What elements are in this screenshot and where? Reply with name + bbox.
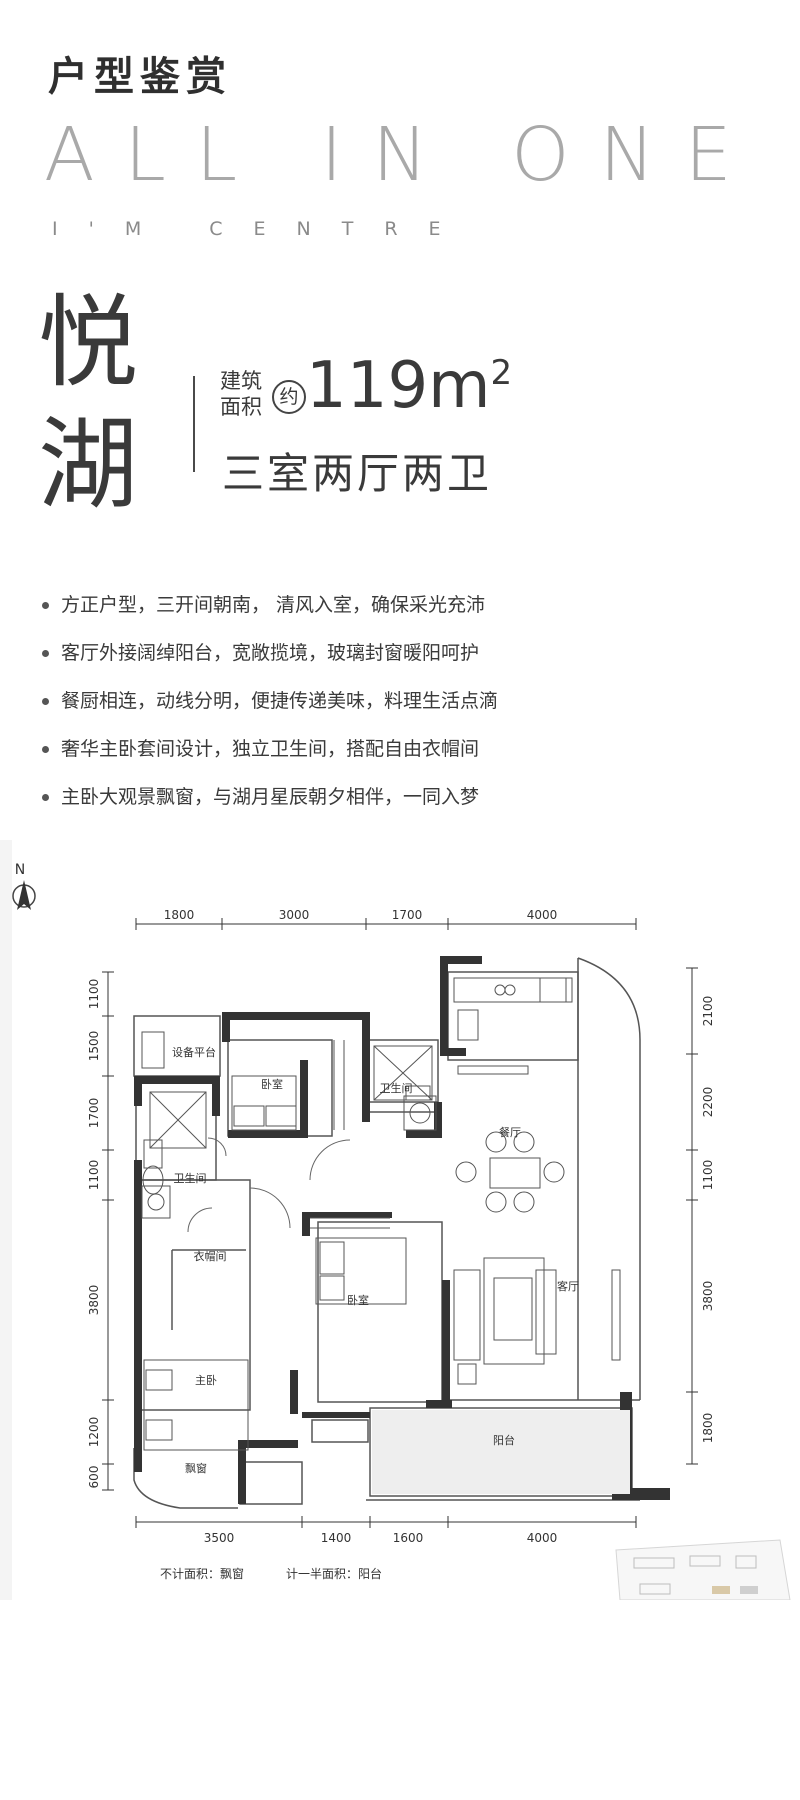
- list-item: 主卧大观景飘窗，与湖月星辰朝夕相伴，一同入梦: [42, 785, 498, 833]
- feature-text: 客厅外接阔绰阳台，宽敞揽境，玻璃封窗暖阳呵护: [61, 642, 480, 664]
- bullet-icon: [42, 746, 49, 753]
- bullet-icon: [42, 650, 49, 657]
- room-label-bay-window: 飘窗: [185, 1461, 207, 1475]
- feature-text: 餐厨相连，动线分明，便捷传递美味，料理生活点滴: [61, 690, 499, 712]
- room-label-bathroom-center: 卫生间: [380, 1081, 413, 1095]
- dim-left: 600: [87, 1466, 101, 1489]
- room-label-bedroom-middle: 卧室: [347, 1293, 369, 1307]
- unit-name-line1: 悦: [38, 284, 138, 401]
- area-value: 119m2: [306, 354, 512, 418]
- room-label-equipment-platform: 设备平台: [172, 1045, 216, 1059]
- fixtures: [141, 977, 621, 1451]
- dim-bottom: 4000: [527, 1531, 558, 1545]
- dim-bottom: 1600: [393, 1531, 424, 1545]
- dim-left: 1700: [87, 1098, 101, 1129]
- bullet-icon: [42, 698, 49, 705]
- dim-top: 1800: [164, 908, 195, 922]
- room-label-dining: 餐厅: [499, 1125, 521, 1139]
- dim-top: 4000: [527, 908, 558, 922]
- unit-name: 悦 湖: [38, 282, 148, 526]
- area-label: 建筑 面积: [220, 368, 270, 420]
- north-label: N: [15, 862, 25, 878]
- site-key-map: [615, 1539, 791, 1600]
- top-dimension-line: [135, 918, 637, 930]
- area-exponent: 2: [490, 353, 513, 393]
- dim-bottom: 3500: [204, 1531, 235, 1545]
- room-label-living: 客厅: [557, 1279, 579, 1293]
- room-label-bathroom-left: 卫生间: [174, 1171, 207, 1185]
- left-dimension-line: [102, 971, 114, 1491]
- section-title: 户型鉴赏: [48, 54, 232, 100]
- dim-right: 2100: [701, 996, 715, 1027]
- dim-right: 2200: [701, 1087, 715, 1118]
- note-not-counted: 不计面积：飘窗: [160, 1567, 244, 1581]
- bullet-icon: [42, 794, 49, 801]
- feature-text: 方正户型，三开间朝南， 清风入室，确保采光充沛: [61, 594, 486, 616]
- dim-right: 3800: [701, 1281, 715, 1312]
- bottom-dimension-line: [135, 1516, 637, 1528]
- dim-left: 1100: [87, 1160, 101, 1191]
- dim-bottom: 1400: [321, 1531, 352, 1545]
- left-shade: [0, 840, 12, 1600]
- dim-right: 1800: [701, 1413, 715, 1444]
- dim-left: 1500: [87, 1031, 101, 1062]
- bullet-icon: [42, 602, 49, 609]
- feature-text: 奢华主卧套间设计，独立卫生间，搭配自由衣帽间: [61, 738, 480, 760]
- layout-type: 三室两厅两卫: [222, 449, 493, 498]
- approx-mark: 约: [272, 380, 306, 414]
- dim-right: 1100: [701, 1160, 715, 1191]
- balcony-fill: [372, 1410, 630, 1494]
- door-swings: [187, 1137, 351, 1233]
- thick-walls: [134, 956, 670, 1504]
- list-item: 客厅外接阔绰阳台，宽敞揽境，玻璃封窗暖阳呵护: [42, 641, 498, 689]
- feature-text: 主卧大观景飘窗，与湖月星辰朝夕相伴，一同入梦: [61, 786, 480, 808]
- wardrobe-hatch: [310, 1040, 390, 1229]
- divider-line: [193, 376, 195, 472]
- room-label-master-bedroom: 主卧: [195, 1374, 217, 1387]
- room-label-walk-in-closet: 衣帽间: [194, 1249, 227, 1263]
- dim-top: 1700: [392, 908, 423, 922]
- list-item: 奢华主卧套间设计，独立卫生间，搭配自由衣帽间: [42, 737, 498, 785]
- hero-title: ALL IN ONE: [44, 112, 762, 198]
- dim-left: 1100: [87, 979, 101, 1010]
- area-label-line1: 建筑: [220, 369, 262, 393]
- dim-left: 1200: [87, 1417, 101, 1448]
- list-item: 方正户型，三开间朝南， 清风入室，确保采光充沛: [42, 593, 498, 641]
- north-arrow-icon: N: [12, 862, 36, 910]
- dim-left: 3800: [87, 1285, 101, 1316]
- unit-name-line2: 湖: [38, 406, 138, 523]
- area-number: 119m: [306, 349, 491, 423]
- subtitle: I'M CENTRE: [52, 218, 472, 240]
- room-label-balcony: 阳台: [493, 1433, 515, 1447]
- list-item: 餐厨相连，动线分明，便捷传递美味，料理生活点滴: [42, 689, 498, 737]
- right-dimension-line: [686, 967, 698, 1465]
- room-label-bedroom-top: 卧室: [261, 1077, 283, 1091]
- note-half-counted: 计一半面积：阳台: [286, 1566, 382, 1581]
- area-label-line2: 面积: [220, 395, 262, 419]
- floor-plan: N 1800 3000 1700 4000 3500 1400 1600 400…: [0, 840, 791, 1600]
- feature-list: 方正户型，三开间朝南， 清风入室，确保采光充沛 客厅外接阔绰阳台，宽敞揽境，玻璃…: [42, 593, 498, 833]
- dim-top: 3000: [279, 908, 310, 922]
